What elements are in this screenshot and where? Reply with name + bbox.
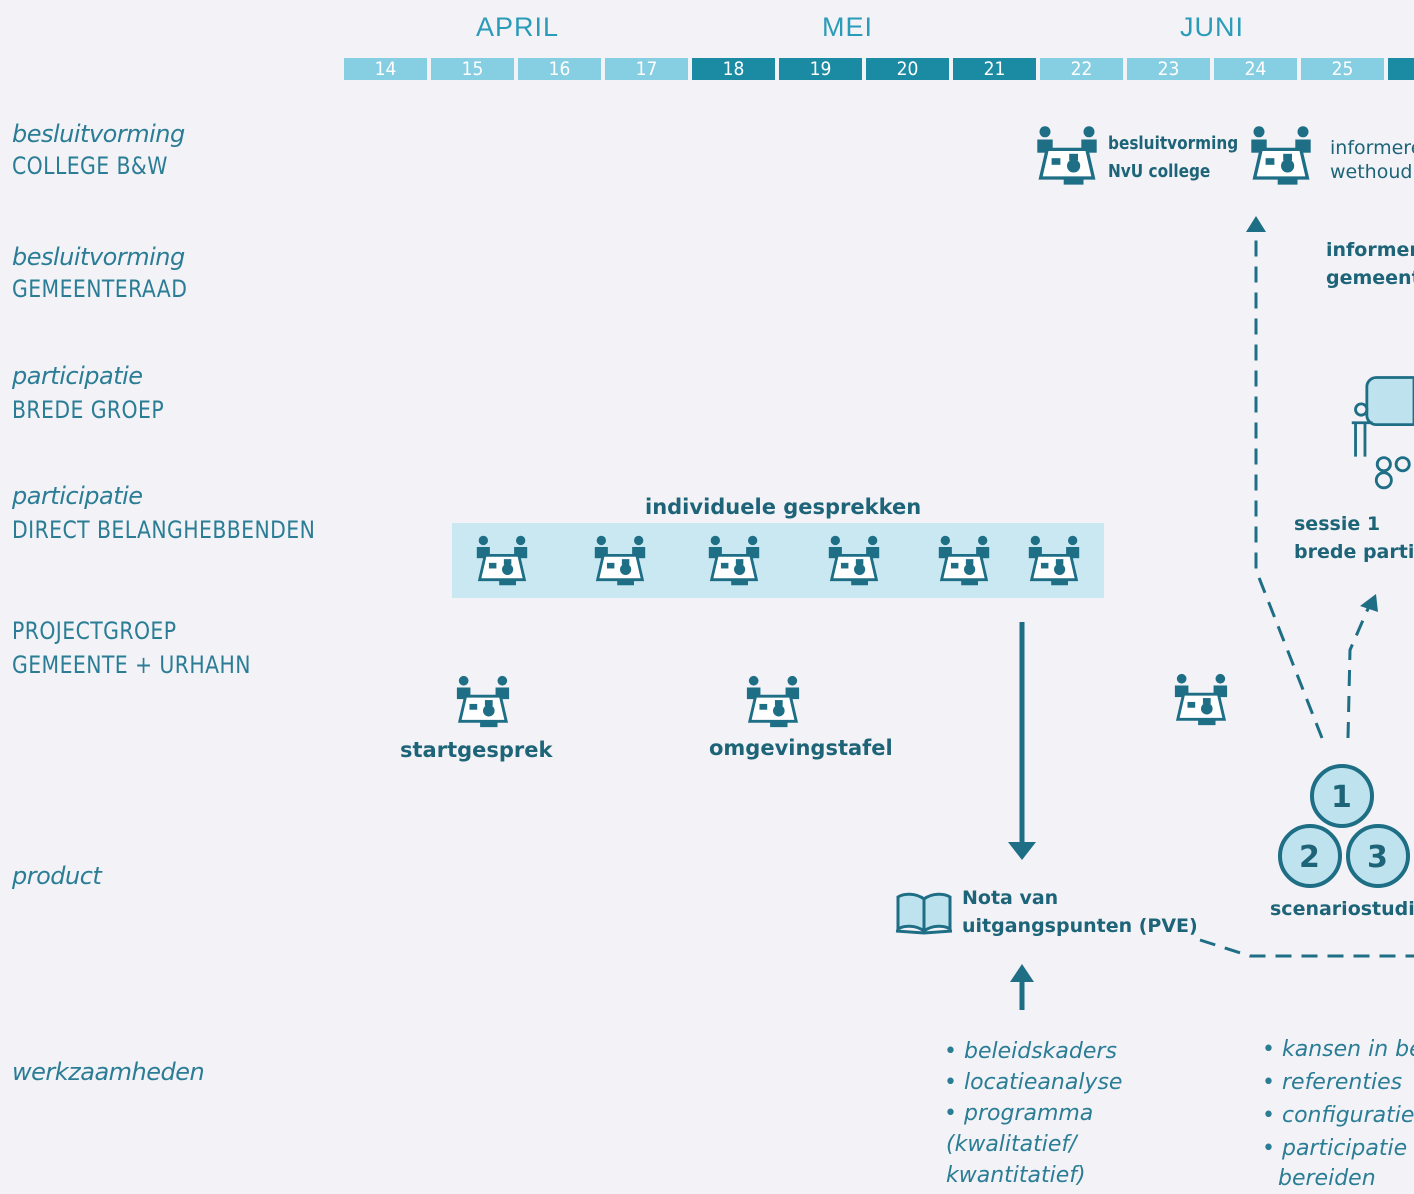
- list-item: referenties: [1262, 1067, 1414, 1098]
- week-cell: 18: [692, 58, 775, 80]
- row-projectgroep-line2: GEMEENTE + URHAHN: [12, 651, 251, 679]
- besluitvorming-nvu-line2: NvU college: [1108, 161, 1211, 182]
- sessie-label: sessie 1 brede partic: [1294, 510, 1414, 566]
- row-product: product: [12, 862, 102, 890]
- row-raad: besluitvorming GEMEENTERAAD: [12, 243, 218, 303]
- startgesprek-label: startgesprek: [400, 738, 553, 762]
- omgevingstafel-label: omgevingstafel: [709, 736, 893, 760]
- row-direct-type: participatie: [12, 482, 143, 510]
- row-projectgroep: PROJECTGROEP GEMEENTE + URHAHN: [12, 617, 293, 679]
- open-book-icon: [895, 892, 953, 935]
- list-item: configuraties: [1262, 1100, 1414, 1131]
- scenario-werkzaamheden-cont: bereiden: [1278, 1166, 1376, 1191]
- row-raad-type: besluitvorming: [12, 243, 185, 271]
- row-product-type: product: [12, 862, 102, 890]
- informeren-wethouder-label: informere wethoud: [1330, 134, 1414, 186]
- list-item: programma: [944, 1098, 1122, 1129]
- week-cell: 23: [1127, 58, 1210, 80]
- week-cell: 16: [518, 58, 601, 80]
- week-cell-partial: [1388, 58, 1414, 80]
- sessie-line2: brede partic: [1294, 541, 1414, 563]
- nota-label: Nota van uitgangspunten (PVE): [962, 884, 1198, 940]
- row-college: besluitvorming COLLEGE B&W: [12, 120, 195, 180]
- scenario-circles-icon: [1278, 764, 1410, 888]
- nota-line1: Nota van: [962, 887, 1059, 909]
- week-cell: 21: [953, 58, 1036, 80]
- individuele-gesprekken-band: [452, 523, 1104, 598]
- row-college-title: COLLEGE B&W: [12, 152, 168, 180]
- informeren-gemeenteraad-label: informere gemeent: [1326, 236, 1414, 292]
- scenariostudie-label: scenariostudie: [1270, 898, 1414, 920]
- nota-line2: uitgangspunten (PVE): [962, 915, 1198, 937]
- week-cell: 17: [605, 58, 688, 80]
- presentation-group-icon: [1351, 376, 1414, 490]
- week-cell: 15: [431, 58, 514, 80]
- row-projectgroep-line1: PROJECTGROEP: [12, 617, 177, 645]
- list-item: beleidskaders: [944, 1036, 1122, 1067]
- informeren-gemeenteraad-line2: gemeent: [1326, 267, 1414, 289]
- month-juni: JUNI: [1180, 12, 1244, 42]
- informeren-gemeenteraad-line1: informere: [1326, 239, 1414, 261]
- list-item-cont: kwantitatief): [946, 1163, 1086, 1188]
- scenario-number-2: 2: [1299, 840, 1320, 875]
- list-item: locatieanalyse: [944, 1067, 1122, 1098]
- row-werkzaamheden-type: werkzaamheden: [12, 1058, 205, 1086]
- scenario-number-1: 1: [1331, 780, 1352, 815]
- week-cell: 19: [779, 58, 862, 80]
- scenario-number-3: 3: [1367, 840, 1388, 875]
- informeren-wethouder-line2: wethoud: [1330, 161, 1413, 183]
- besluitvorming-nvu-line1: besluitvorming: [1108, 133, 1239, 154]
- row-college-type: besluitvorming: [12, 120, 185, 148]
- week-cell: 22: [1040, 58, 1123, 80]
- row-werkzaamheden: werkzaamheden: [12, 1058, 205, 1086]
- week-cell: 20: [866, 58, 949, 80]
- list-item: kansen in bee: [1262, 1034, 1414, 1065]
- list-item: participatie v: [1262, 1133, 1414, 1164]
- week-cell: 25: [1301, 58, 1384, 80]
- row-direct-title: DIRECT BELANGHEBBENDEN: [12, 516, 316, 544]
- scenario-werkzaamheden-list: kansen in bee referenties configuraties …: [1262, 1034, 1414, 1164]
- row-direct: participatie DIRECT BELANGHEBBENDEN: [12, 482, 369, 544]
- row-brede-title: BREDE GROEP: [12, 396, 165, 424]
- list-item-cont: (kwalitatief/: [946, 1132, 1077, 1157]
- nota-werkzaamheden-cont: (kwalitatief/ kwantitatief): [946, 1129, 1086, 1191]
- row-raad-title: GEMEENTERAAD: [12, 275, 188, 303]
- row-brede: participatie BREDE GROEP: [12, 362, 191, 424]
- week-cell: 14: [344, 58, 427, 80]
- informeren-wethouder-line1: informere: [1330, 137, 1414, 159]
- month-april: APRIL: [476, 12, 560, 42]
- week-cell: 24: [1214, 58, 1297, 80]
- individuele-gesprekken-label: individuele gesprekken: [645, 495, 922, 519]
- sessie-line1: sessie 1: [1294, 513, 1381, 535]
- nota-werkzaamheden-list: beleidskaders locatieanalyse programma: [944, 1036, 1122, 1129]
- besluitvorming-nvu-label: besluitvorming NvU college: [1108, 130, 1238, 186]
- month-mei: MEI: [822, 12, 874, 42]
- row-brede-type: participatie: [12, 362, 143, 390]
